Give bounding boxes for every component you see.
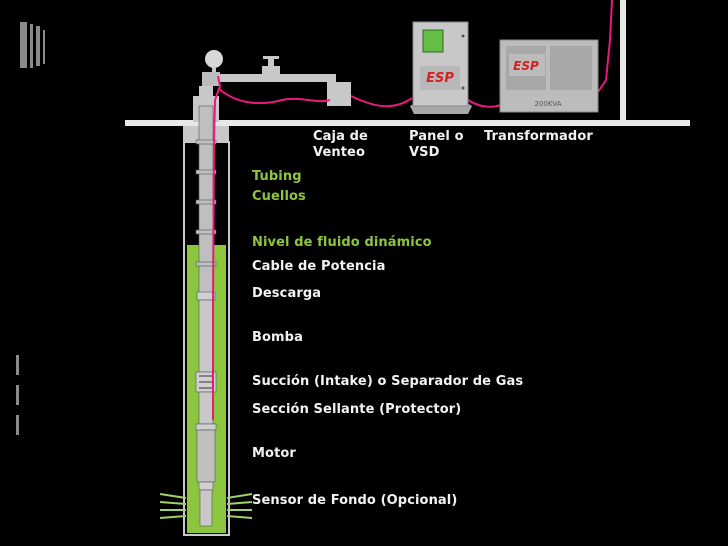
transformer-logo: ESP <box>513 59 539 73</box>
power-cable-downhole <box>212 75 222 420</box>
panel-display-icon <box>422 29 444 53</box>
sensor-fins <box>159 493 253 519</box>
label-caja-de-venteo: Caja de Venteo <box>313 129 368 161</box>
panel-line-2: VSD <box>409 145 440 160</box>
panel-logo: ESP <box>426 71 454 86</box>
label-transformador: Transformador <box>484 129 593 144</box>
vsd-panel: ESP <box>410 21 472 114</box>
surface-cable-1 <box>217 87 331 105</box>
label-bomba: Bomba <box>252 330 303 345</box>
panel-line-1: Panel o <box>409 129 464 144</box>
ground-line <box>125 120 690 126</box>
transformer-rating: 200KVA <box>534 100 561 108</box>
label-descarga: Descarga <box>252 286 322 301</box>
label-seccion-sellante: Sección Sellante (Protector) <box>252 402 462 417</box>
tubing-string <box>195 105 217 527</box>
surface-cable-2 <box>350 95 413 108</box>
vent-box-icon <box>327 82 351 106</box>
label-tubing: Tubing <box>252 169 302 184</box>
label-cable-potencia: Cable de Potencia <box>252 259 386 274</box>
caja-line-2: Venteo <box>313 145 365 160</box>
pressure-gauge-icon <box>205 50 223 68</box>
incoming-cable <box>597 0 613 93</box>
caja-line-1: Caja de <box>313 129 368 144</box>
label-cuellos: Cuellos <box>252 189 306 204</box>
left-decoration <box>16 22 45 435</box>
label-sensor-fondo: Sensor de Fondo (Opcional) <box>252 493 458 508</box>
valve-icon <box>262 66 280 76</box>
utility-pole <box>620 0 626 125</box>
transformer: ESP 200KVA <box>499 39 599 113</box>
label-motor: Motor <box>252 446 296 461</box>
label-nivel-fluido: Nivel de fluido dinámico <box>252 235 432 250</box>
label-panel-vsd: Panel o VSD <box>409 129 464 161</box>
label-succion: Succión (Intake) o Separador de Gas <box>252 374 524 389</box>
